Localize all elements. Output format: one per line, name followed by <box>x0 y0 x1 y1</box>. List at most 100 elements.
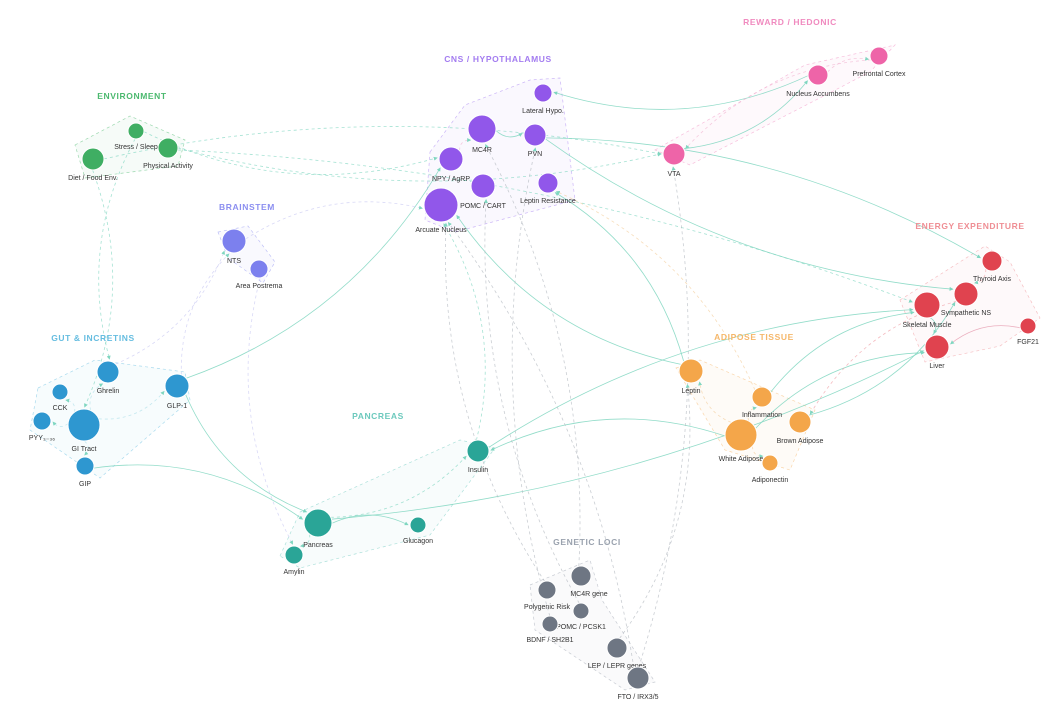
node-circle-adipo[interactable] <box>761 454 779 472</box>
node-thyroid[interactable]: Thyroid Axis <box>973 250 1012 283</box>
node-circle-pcsk1[interactable] <box>572 602 590 620</box>
node-skeletal[interactable]: Skeletal Muscle <box>902 291 952 329</box>
node-polyrisk[interactable]: Polygenic Risk <box>524 580 570 611</box>
node-arcuate[interactable]: Arcuate Nucleus <box>415 187 467 234</box>
node-bdnf[interactable]: BDNF / SH2B1 <box>526 615 574 644</box>
node-circle-lepgene[interactable] <box>606 637 628 659</box>
node-circle-gitract[interactable] <box>67 408 101 442</box>
node-amylin[interactable]: Amylin <box>283 545 305 576</box>
node-circle-ghrelin[interactable] <box>96 360 120 384</box>
node-nacc[interactable]: Nucleus Accumbens <box>786 64 850 98</box>
node-circle-diet[interactable] <box>81 147 105 171</box>
node-label-adipo: Adiponectin <box>752 477 789 484</box>
node-label-ap: Area Postrema <box>236 283 283 290</box>
edge-activity-to-skeletal <box>177 149 913 303</box>
node-glucagon[interactable]: Glucagon <box>403 516 433 545</box>
node-insulin[interactable]: Insulin <box>466 439 490 474</box>
node-vta[interactable]: VTA <box>662 142 686 178</box>
node-circle-fgf21[interactable] <box>1019 317 1037 335</box>
node-circle-arcuate[interactable] <box>423 187 459 223</box>
node-circle-fto[interactable] <box>626 666 650 690</box>
edge-nts-to-arcuate <box>245 201 423 240</box>
node-circle-glp1[interactable] <box>164 373 190 399</box>
node-label-mc4rgene: MC4R gene <box>570 591 607 598</box>
node-lateral[interactable]: Lateral Hypo. <box>522 83 564 115</box>
edge-gitract-to-pyy <box>52 421 69 427</box>
node-circle-cck[interactable] <box>51 383 69 401</box>
edge-inflam-to-skeletal <box>770 310 915 393</box>
group-hull-reward <box>654 44 897 166</box>
node-circle-stress[interactable] <box>127 122 145 140</box>
node-circle-insulin[interactable] <box>466 439 490 463</box>
node-pyy[interactable]: PYY₃₋₃₆ <box>29 411 55 442</box>
node-circle-amylin[interactable] <box>284 545 304 565</box>
node-circle-bdnf[interactable] <box>541 615 559 633</box>
node-circle-white[interactable] <box>724 418 758 452</box>
node-fgf21[interactable]: FGF21 <box>1017 317 1039 346</box>
node-circle-pfc[interactable] <box>869 46 889 66</box>
node-white[interactable]: White Adipose <box>719 418 764 463</box>
node-fto[interactable]: FTO / IRX3/5 <box>617 666 659 701</box>
node-circle-thyroid[interactable] <box>981 250 1003 272</box>
node-circle-npy[interactable] <box>438 146 464 172</box>
node-circle-pvn[interactable] <box>523 123 547 147</box>
node-glp1[interactable]: GLP-1 <box>164 373 190 410</box>
node-leptres[interactable]: Leptin Resistance <box>520 172 576 205</box>
edge-pvn-to-symp <box>545 138 954 291</box>
node-circle-liver[interactable] <box>924 334 950 360</box>
node-label-pcsk1: POMC / PCSK1 <box>556 624 606 631</box>
node-label-nacc: Nucleus Accumbens <box>786 91 850 98</box>
node-ghrelin[interactable]: Ghrelin <box>96 360 120 395</box>
node-circle-leptin[interactable] <box>678 358 704 384</box>
node-leptin[interactable]: Leptin <box>678 358 704 395</box>
node-brown[interactable]: Brown Adipose <box>777 410 824 445</box>
node-gip[interactable]: GIP <box>75 456 95 488</box>
node-npy[interactable]: NPY / AgRP <box>432 146 470 183</box>
group-label-genetic: GENETIC LOCI <box>553 537 621 547</box>
node-liver[interactable]: Liver <box>924 334 950 370</box>
node-circle-skeletal[interactable] <box>913 291 941 319</box>
node-diet[interactable]: Diet / Food Env. <box>68 147 118 182</box>
node-circle-lateral[interactable] <box>533 83 553 103</box>
node-circle-symp[interactable] <box>953 281 979 307</box>
node-ap[interactable]: Area Postrema <box>236 259 283 290</box>
node-circle-nacc[interactable] <box>807 64 829 86</box>
node-pcsk1[interactable]: POMC / PCSK1 <box>556 602 606 631</box>
node-circle-pyy[interactable] <box>32 411 52 431</box>
node-nts[interactable]: NTS <box>221 228 247 265</box>
node-pvn[interactable]: PVN <box>523 123 547 158</box>
node-circle-pancreas[interactable] <box>303 508 333 538</box>
node-circle-vta[interactable] <box>662 142 686 166</box>
node-pomc[interactable]: POMC / CART <box>460 173 507 210</box>
node-circle-ap[interactable] <box>249 259 269 279</box>
edge-ap-to-amylin <box>247 277 294 545</box>
edge-stress-to-npy <box>143 131 438 175</box>
node-adipo[interactable]: Adiponectin <box>752 454 789 484</box>
node-circle-gip[interactable] <box>75 456 95 476</box>
node-circle-pomc[interactable] <box>470 173 496 199</box>
node-stress[interactable]: Stress / Sleep <box>114 122 158 151</box>
node-circle-glucagon[interactable] <box>409 516 427 534</box>
node-inflam[interactable]: Inflammation <box>742 386 782 419</box>
node-pancreas[interactable]: Pancreas <box>303 508 333 549</box>
node-mc4rgene[interactable]: MC4R gene <box>570 565 608 598</box>
node-circle-polyrisk[interactable] <box>537 580 557 600</box>
node-circle-brown[interactable] <box>788 410 812 434</box>
node-mc4r[interactable]: MC4R <box>467 114 497 154</box>
node-cck[interactable]: CCK <box>51 383 69 412</box>
group-label-energy: ENERGY EXPENDITURE <box>915 221 1024 231</box>
node-circle-mc4r[interactable] <box>467 114 497 144</box>
node-symp[interactable]: Sympathetic NS <box>941 281 992 317</box>
edge-fgf21-to-liver <box>950 325 1021 345</box>
node-activity[interactable]: Physical Activity <box>143 137 193 170</box>
node-circle-inflam[interactable] <box>751 386 773 408</box>
node-pfc[interactable]: Prefrontal Cortex <box>853 46 906 78</box>
node-circle-nts[interactable] <box>221 228 247 254</box>
node-circle-leptres[interactable] <box>537 172 559 194</box>
node-gitract[interactable]: GI Tract <box>67 408 101 453</box>
node-circle-activity[interactable] <box>157 137 179 159</box>
node-lepgene[interactable]: LEP / LEPR genes <box>588 637 647 670</box>
node-circle-mc4rgene[interactable] <box>570 565 592 587</box>
node-label-skeletal: Skeletal Muscle <box>902 322 951 329</box>
